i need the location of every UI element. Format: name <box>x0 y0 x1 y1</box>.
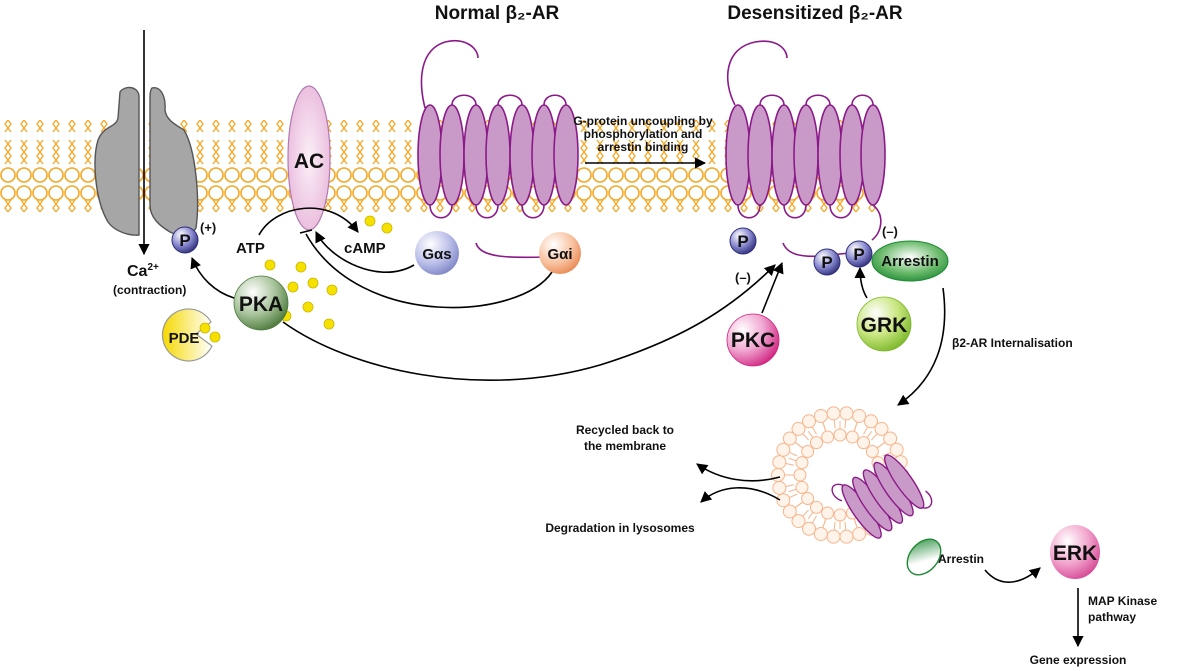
pka-to-receptor-arrow <box>282 264 776 381</box>
receptor-phospho-2 <box>813 248 841 276</box>
vesicle-lipid-head <box>833 508 847 522</box>
grk-kinase <box>856 296 912 352</box>
vesicle-lipid-head <box>839 406 854 421</box>
vesicle-lipid-head <box>857 436 871 450</box>
plus-sign: (+) <box>200 220 216 235</box>
internalisation-label: β2-AR Internalisation <box>952 336 1073 350</box>
atp-label: ATP <box>236 240 265 257</box>
pka-to-channel-arrow <box>190 256 235 299</box>
gai-inhibits-ac-line <box>305 233 553 309</box>
desensitized-receptor-title: Desensitized β₂-AR <box>727 3 903 24</box>
map-kinase-label-line1: MAP Kinase <box>1088 594 1157 608</box>
vesicle-lipid-head <box>793 468 807 482</box>
arrestin-to-erk-arrow <box>984 567 1041 583</box>
inhibition-bar <box>299 229 313 234</box>
pkc-label: PKC <box>731 329 775 352</box>
atp-to-camp-arrow <box>258 207 359 236</box>
vesicle-lipid-head <box>772 480 787 495</box>
vesicle-lipid-head <box>839 529 854 544</box>
vesicle-lipid-head <box>813 409 828 424</box>
normal-receptor-title: Normal β₂-AR <box>435 3 560 24</box>
recycle-arrow <box>696 463 781 482</box>
vesicle-lipid-head <box>795 480 809 494</box>
vesicle-lipid-head <box>772 455 787 470</box>
internalisation-arrow <box>897 287 946 406</box>
vesicle-lipid-head <box>826 529 841 544</box>
contraction-label: (contraction) <box>113 283 186 297</box>
vesicle-lipid-head <box>801 492 815 506</box>
endocytic-vesicle <box>771 406 909 544</box>
vesicle-lipid-head <box>821 430 835 444</box>
receptor-phospho-3-label: P <box>853 245 864 264</box>
pka-kinase <box>233 275 289 331</box>
vesicle-lipid-head <box>826 406 841 421</box>
pkc-arrow <box>761 261 784 314</box>
channel-phospho <box>171 226 199 254</box>
vesicle-lipid-head <box>791 514 806 529</box>
vesicle-lipid-head <box>864 414 878 429</box>
gas-label: Gαs <box>422 246 451 263</box>
arrestin-inhibition-sign: (–) <box>882 224 898 239</box>
arrestin <box>871 240 949 282</box>
ac-label: AC <box>294 150 324 173</box>
arrestin-label: Arrestin <box>881 253 939 270</box>
erk-kinase <box>1050 525 1100 579</box>
vesicle-lipid-head <box>776 493 791 508</box>
vesicle-lipid-head <box>791 421 806 436</box>
vesicle-lipid-head <box>821 506 835 520</box>
pkc-inhibition-sign: (–) <box>735 270 751 285</box>
degradation-label: Degradation in lysosomes <box>545 521 695 535</box>
vesicle-arrestin <box>906 538 942 576</box>
vesicle-lipid-head <box>845 430 859 444</box>
calcium-label: Ca2+ <box>127 262 159 280</box>
normal-beta2-ar-receptor <box>417 40 579 259</box>
grk-arrow <box>854 266 868 299</box>
pka-label: PKA <box>239 293 283 316</box>
uncoupling-label-line1: G-protein uncoupling by <box>573 114 713 128</box>
vesicle-lipid-head <box>874 421 889 436</box>
pkc-kinase <box>726 313 780 367</box>
calcium-channel <box>94 86 199 236</box>
vesicle-lipid-head <box>795 456 809 470</box>
vesicle-lipid-head <box>865 444 879 458</box>
vesicle-lipid-head <box>776 442 791 457</box>
vesicle-lipid-head <box>771 468 785 482</box>
vesicle-lipid-head <box>889 442 904 457</box>
uncoupling-label-line3: arrestin binding <box>598 140 689 154</box>
vesicle-lipid-head <box>852 526 867 541</box>
uncoupling-label-line2: phosphorylation and <box>584 127 703 141</box>
gai-protein <box>539 232 581 274</box>
camp-label: cAMP <box>344 240 386 257</box>
recycled-label-line1: Recycled back to <box>576 423 674 437</box>
channel-phospho-label: P <box>179 231 190 250</box>
vesicle-lipid-head <box>782 504 797 519</box>
recycled-label-line2: the membrane <box>584 439 666 453</box>
pde-enzyme <box>161 308 221 362</box>
vesicle-lipid-head <box>852 409 867 424</box>
internalised-receptor <box>831 454 933 539</box>
erk-label: ERK <box>1053 542 1097 565</box>
degrade-arrow <box>700 487 781 503</box>
receptor-phospho-1-label: P <box>737 232 748 251</box>
vesicle-lipid-head <box>802 414 816 429</box>
receptor-phospho-2-label: P <box>821 253 832 272</box>
pde-label: PDE <box>169 330 200 347</box>
vesicle-lipid-head <box>802 521 816 536</box>
gas-stimulates-ac-arrow <box>315 230 415 274</box>
vesicle-arrestin-label: Arrestin <box>938 552 984 566</box>
gene-expression-label: Gene expression <box>1030 653 1127 667</box>
grk-label: GRK <box>861 314 908 337</box>
vesicle-lipid-head <box>801 444 815 458</box>
desensitized-beta2-ar-receptor <box>725 40 886 258</box>
vesicle-lipid-head <box>782 431 797 446</box>
map-kinase-label-line2: pathway <box>1088 610 1136 624</box>
vesicle-lipid-head <box>883 431 898 446</box>
gai-label: Gαi <box>547 246 572 263</box>
receptor-phospho-1 <box>729 227 757 255</box>
vesicle-lipid-head <box>809 436 823 450</box>
vesicle-lipid-head <box>813 526 828 541</box>
vesicle-lipid-head <box>809 500 823 514</box>
vesicle-lipid-head <box>833 428 847 442</box>
gas-protein <box>415 231 459 275</box>
